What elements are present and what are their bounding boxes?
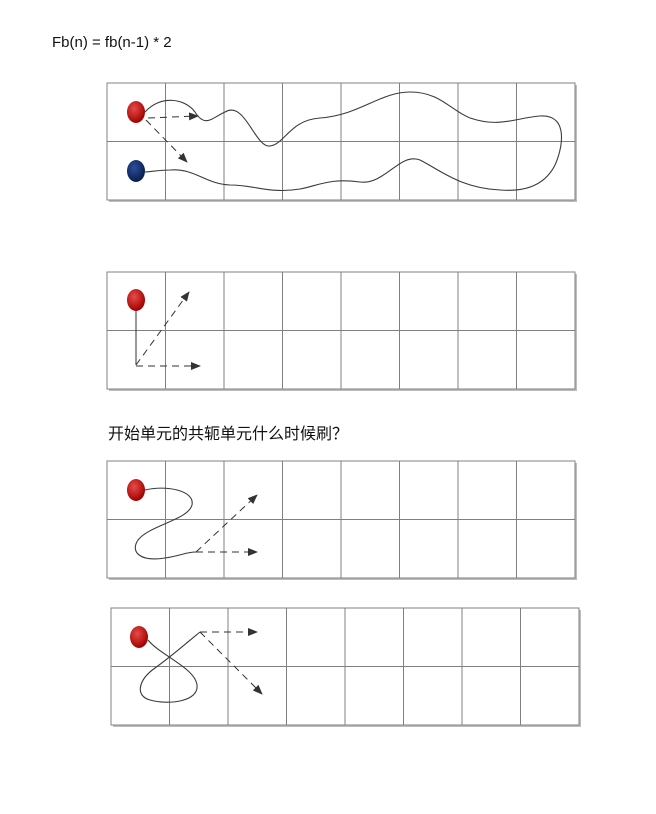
grid-1-cell-r0-c4 [340,82,400,142]
dashed-arrow-diagonal-4 [199,631,263,695]
loop-path-3 [134,487,197,560]
grid-2-cell-r1-c3 [282,330,342,390]
grid-2-cell-r1-c1 [165,330,225,390]
grid-1-cell-r0-c7 [516,82,576,142]
dashed-arrow-diagonal-1 [145,119,188,163]
grid-4-cell-r0-c5 [403,607,463,667]
grid-2-cell-r1-c6 [457,330,517,390]
grid-2-cell-r1-c5 [399,330,459,390]
grid-4-cell-r1-c1 [169,666,229,726]
grid-4-cell-r1-c7 [520,666,580,726]
grid-2-cell-r0-c5 [399,271,459,331]
red-node-4 [130,626,148,648]
grid-2-cell-r1-c7 [516,330,576,390]
grid-4-cell-r0-c6 [461,607,521,667]
grid-3-cell-r0-c4 [340,460,400,520]
grid-3-cell-r0-c7 [516,460,576,520]
grid-1-cell-r0-c5 [399,82,459,142]
grid-1-cell-r1-c5 [399,141,459,201]
grid-4-cell-r1-c6 [461,666,521,726]
grid-3-cell-r1-c6 [457,519,517,579]
red-node-2 [127,289,145,311]
grid-2-cell-r0-c7 [516,271,576,331]
grid-3-cell-r1-c2 [223,519,283,579]
grid-2-cell-r0-c6 [457,271,517,331]
grid-3-cell-r0-c6 [457,460,517,520]
grid-1-cell-r1-c2 [223,141,283,201]
grid-1-cell-r1-c3 [282,141,342,201]
grid-3-cell-r1-c0 [106,519,166,579]
grid-4-cell-r0-c1 [169,607,229,667]
grid-4-cell-r0-c3 [286,607,346,667]
grid-4-cell-r1-c5 [403,666,463,726]
grid-3-cell-r1-c7 [516,519,576,579]
grid-3-cell-r1-c1 [165,519,225,579]
red-node-1 [127,101,145,123]
grid-1-cell-r1-c4 [340,141,400,201]
grid-2-cell-r0-c3 [282,271,342,331]
red-node-3 [127,479,145,501]
grid-3-cell-r0-c3 [282,460,342,520]
grid-4-cell-r0-c4 [344,607,404,667]
grid-4-cell-r1-c2 [227,666,287,726]
grid-4-cell-r1-c0 [110,666,170,726]
grid-4-cell-r1-c3 [286,666,346,726]
grid-3-cell-r1-c4 [340,519,400,579]
grid-2-cell-r0-c4 [340,271,400,331]
wave-path-1 [144,91,562,192]
grid-3 [106,460,577,580]
grid-2 [106,271,577,391]
grid-4-cell-r1-c4 [344,666,404,726]
grid-3-cell-r1-c5 [399,519,459,579]
grid-2-cell-r0-c2 [223,271,283,331]
grid-4-cell-r0-c7 [520,607,580,667]
grid-3-cell-r1-c3 [282,519,342,579]
question-text: 开始单元的共轭单元什么时候刷？ [108,424,349,443]
grid-2-cell-r1-c4 [340,330,400,390]
grid-1-cell-r0-c3 [282,82,342,142]
grid-1-cell-r1-c1 [165,141,225,201]
dashed-arrow-right-1 [147,112,199,121]
grid-1-cell-r1-c7 [516,141,576,201]
loop-path-4 [139,631,201,703]
grid-3-cell-r0-c5 [399,460,459,520]
grid-3-cell-r0-c2 [223,460,283,520]
grid-4-cell-r0-c2 [227,607,287,667]
grid-3-cell-r0-c1 [165,460,225,520]
grid-4 [110,607,581,727]
dashed-arrow-diagonal-2 [135,291,190,366]
grid-2-cell-r1-c2 [223,330,283,390]
formula-text: Fb(n) = fb(n-1) * 2 [52,34,172,51]
blue-node-1 [127,160,145,182]
grid-1-cell-r0-c2 [223,82,283,142]
grid-1-cell-r0-c6 [457,82,517,142]
dashed-arrow-diagonal-3 [195,494,258,553]
grid-2-cell-r0-c1 [165,271,225,331]
grid-1-cell-r1-c6 [457,141,517,201]
